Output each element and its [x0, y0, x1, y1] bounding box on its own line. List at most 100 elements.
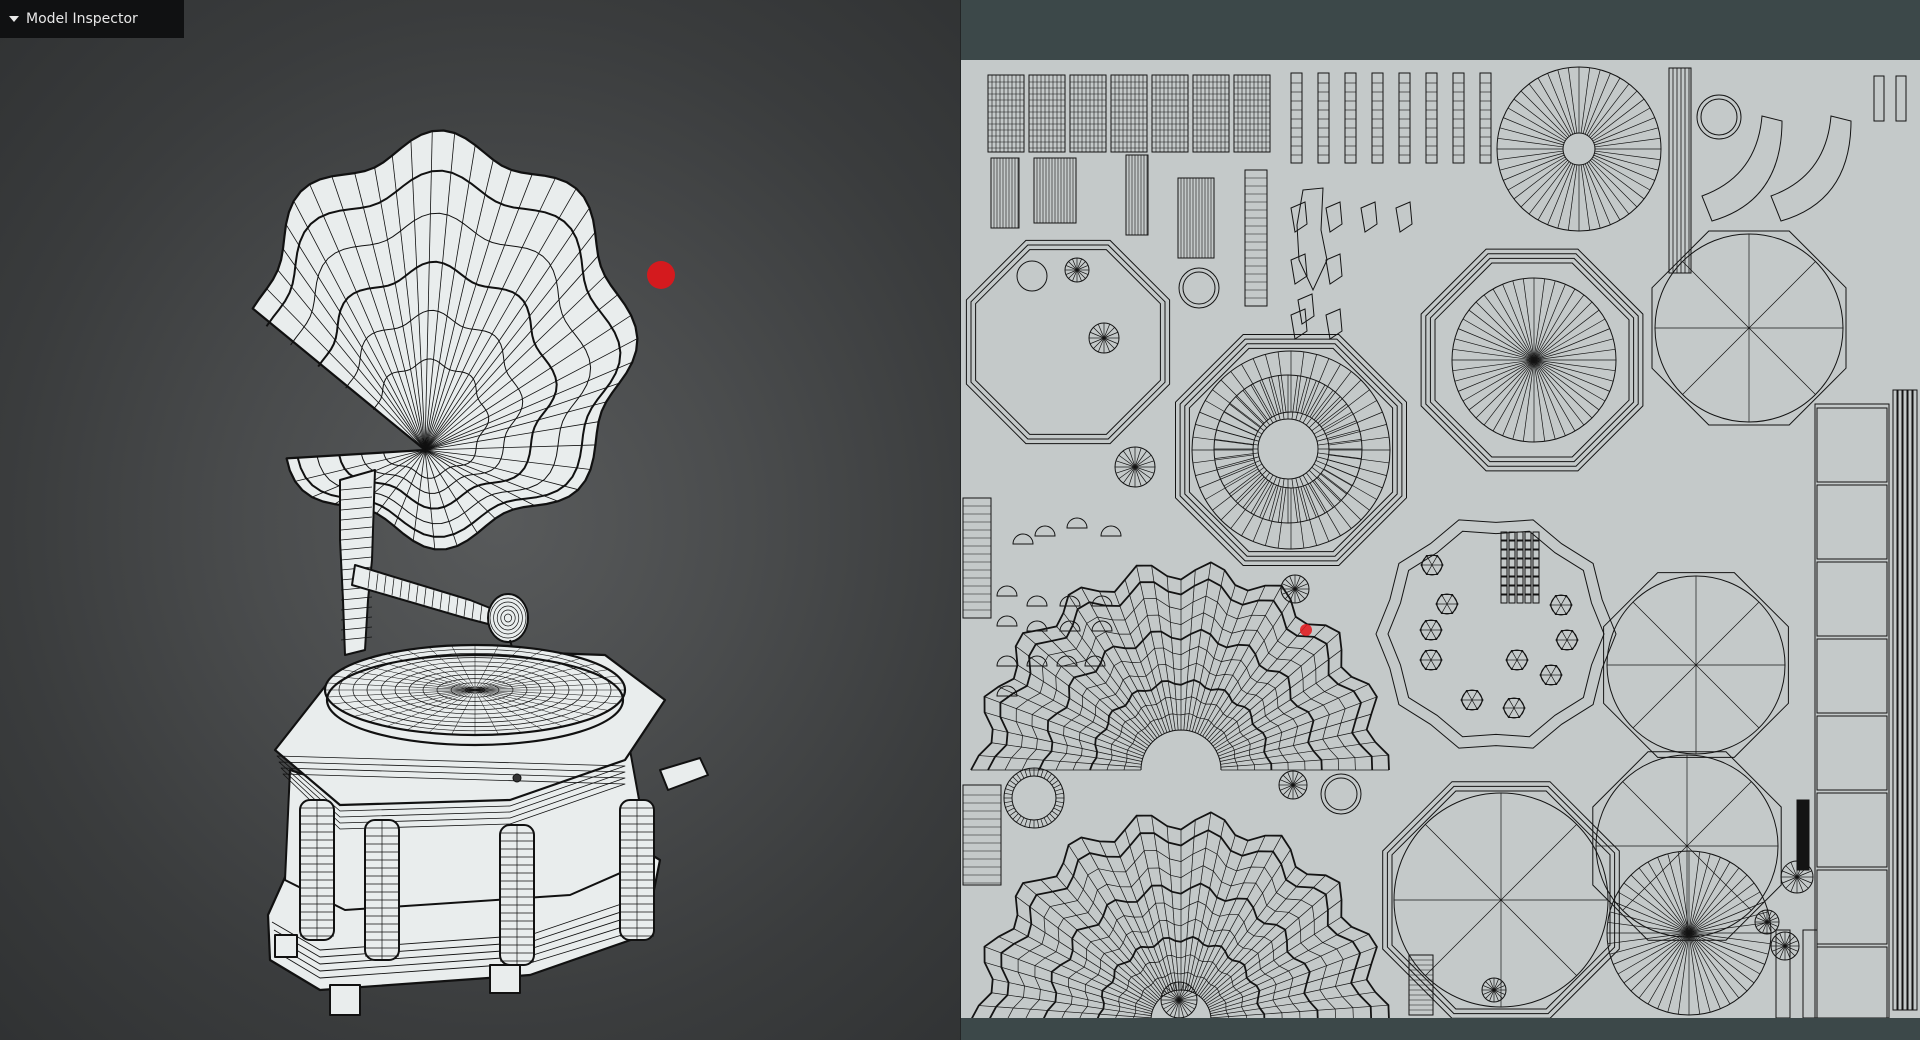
grid-cell	[1508, 558, 1516, 568]
disc-spoke	[1796, 876, 1804, 892]
record-spoke	[474, 689, 609, 711]
disc-spoke	[1205, 400, 1259, 432]
disc-spoke	[1076, 269, 1089, 275]
disc-spoke	[1454, 338, 1535, 361]
gramophone-model[interactable]	[0, 0, 961, 1040]
horn-rib-18	[374, 167, 426, 451]
octagon-ring	[975, 249, 1161, 435]
disc-spoke	[1134, 447, 1142, 468]
disc-spoke	[1174, 982, 1180, 1001]
disc-spoke	[1174, 999, 1180, 1018]
model-inspector-toggle[interactable]: Model Inspector	[0, 0, 184, 38]
hex-piece	[1549, 595, 1573, 615]
octagon-ring	[1651, 230, 1847, 426]
disc-spoke	[1053, 784, 1061, 789]
disc-spoke	[1294, 583, 1309, 590]
disc-spoke	[1466, 691, 1473, 701]
horn-rib-72	[424, 449, 514, 510]
disc-spoke	[1550, 666, 1557, 676]
arch-piece	[1026, 655, 1048, 667]
disc-spoke	[1178, 982, 1184, 1001]
disc-spoke	[1308, 469, 1341, 502]
disc-spoke	[1292, 784, 1304, 796]
disc-spoke	[1295, 351, 1305, 413]
horn-rib-8	[285, 224, 426, 451]
disc-spoke	[1090, 337, 1105, 345]
hex-piece	[1555, 630, 1579, 650]
disc-spoke	[1755, 917, 1768, 923]
grid-cell	[1524, 531, 1532, 541]
record-spoke	[474, 689, 564, 727]
fan-ring	[989, 829, 1373, 1018]
disc-spoke	[1309, 364, 1341, 418]
disc-spoke	[1622, 845, 1688, 911]
disc-spoke	[1695, 601, 1760, 666]
horn-rib-68	[424, 449, 559, 502]
disc-spoke	[1533, 359, 1606, 402]
strip-block	[1069, 74, 1107, 153]
grid-cell	[1500, 567, 1508, 577]
disc-spoke	[1242, 390, 1271, 426]
tonearm-seg	[463, 599, 467, 617]
disc-spoke	[1294, 588, 1306, 600]
disc-spoke	[1169, 999, 1180, 1016]
disc-spoke	[1199, 411, 1257, 436]
disc-spoke	[1300, 354, 1317, 414]
horn-rib-82	[412, 449, 426, 541]
neck-seg	[340, 626, 373, 631]
record-spoke	[451, 689, 476, 735]
disc-spoke	[1009, 780, 1017, 786]
disc-spoke	[1128, 466, 1136, 487]
disc-spoke	[1784, 945, 1791, 960]
disc-spoke	[1688, 861, 1731, 934]
disc-spoke	[1533, 348, 1616, 361]
disc-spoke	[1046, 773, 1052, 781]
thin-strip	[1371, 72, 1384, 164]
disc-spoke	[1497, 137, 1564, 148]
record-spoke	[386, 689, 476, 727]
ring-left-inner	[1182, 271, 1216, 305]
disc-spoke	[1591, 158, 1645, 200]
disc-spoke	[1425, 899, 1502, 976]
disc-spoke	[1462, 359, 1535, 402]
hex-piece	[1460, 690, 1484, 710]
disc-spoke	[1320, 472, 1370, 511]
horn-rib-24	[424, 131, 433, 451]
grid-cell	[1532, 549, 1540, 559]
neck-seg	[340, 636, 373, 641]
disc-spoke	[1093, 327, 1105, 339]
uv-texture-sheet[interactable]	[961, 60, 1920, 1018]
disc-spoke	[1591, 98, 1645, 140]
thin-strip	[1479, 72, 1492, 164]
disc-spoke	[1166, 999, 1180, 1013]
horn-neck	[339, 469, 529, 659]
arch-piece	[1066, 517, 1088, 529]
3d-viewport[interactable]: Model Inspector	[0, 0, 961, 1040]
disc-spoke	[1560, 596, 1567, 606]
grid-cell	[1508, 549, 1516, 559]
disc-spoke	[1511, 651, 1518, 661]
disc-spoke	[1758, 921, 1768, 931]
uv-block-6	[1816, 869, 1888, 945]
disc-spoke	[1784, 932, 1791, 947]
disc-spoke	[1252, 358, 1277, 416]
octagon-ring	[970, 244, 1166, 440]
disc-spoke	[1134, 466, 1155, 474]
fan-ring	[1025, 865, 1336, 1018]
disc-spoke	[1502, 284, 1535, 361]
panel-divider[interactable]	[960, 0, 961, 1040]
disc-spoke	[1028, 819, 1031, 828]
chevron-piece	[1395, 201, 1413, 233]
uv-editor[interactable]	[961, 0, 1920, 1040]
disc-spoke	[1766, 921, 1772, 934]
soundbox-ring	[496, 605, 520, 631]
disc-spoke	[1219, 460, 1261, 478]
horn-rib-58	[424, 401, 607, 451]
hex-piece	[1420, 555, 1444, 575]
disc-spoke	[1796, 876, 1809, 889]
disc-spoke	[1327, 424, 1387, 441]
long-strip	[1668, 67, 1692, 274]
fan-ring	[1055, 646, 1306, 771]
octagon-ring	[1592, 751, 1782, 941]
disc-spoke	[1055, 792, 1064, 795]
